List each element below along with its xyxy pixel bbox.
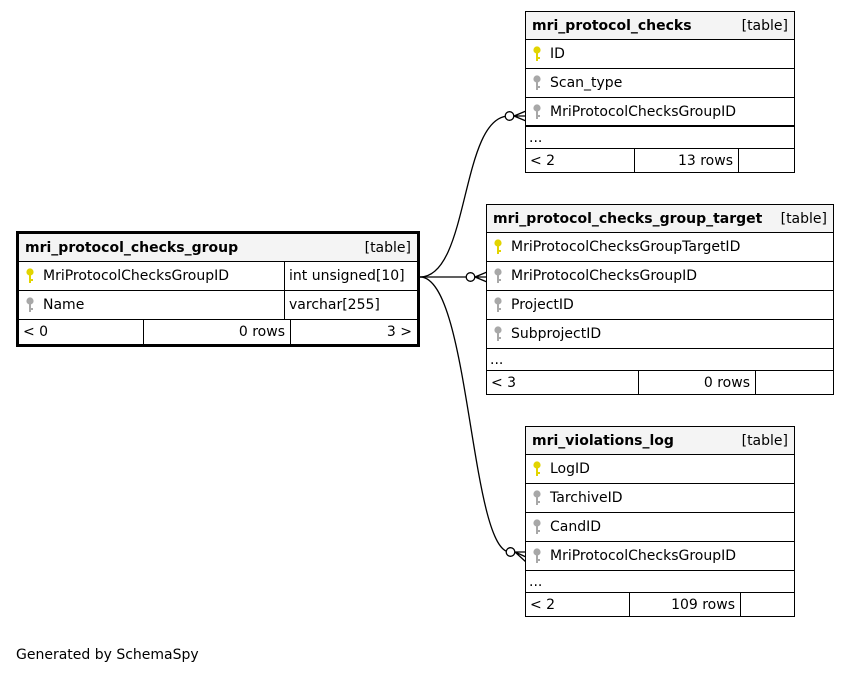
column-name: TarchiveID	[550, 490, 623, 506]
column-row[interactable]: MriProtocolChecksGroupID	[526, 542, 794, 571]
optional-marker-checks	[504, 111, 515, 121]
column-row[interactable]: CandID	[526, 513, 794, 542]
column-row[interactable]: MriProtocolChecksGroupTargetID	[487, 233, 833, 262]
column-row[interactable]: MriProtocolChecksGroupID int unsigned[10…	[19, 262, 417, 291]
table-header: mri_protocol_checks_group_target [table]	[487, 205, 833, 233]
column-key-icon	[494, 326, 502, 341]
table-kind: [table]	[780, 210, 827, 227]
table-header: mri_protocol_checks_group [table]	[19, 234, 417, 262]
row-count: 0 rows	[639, 371, 756, 394]
parents-link[interactable]: < 0	[19, 320, 144, 344]
parents-link[interactable]: < 2	[526, 593, 630, 616]
column-row[interactable]: SubprojectID	[487, 320, 833, 349]
edge-group-to-checks	[419, 115, 510, 278]
table-kind: [table]	[364, 239, 411, 256]
generated-by-label: Generated by SchemaSpy	[16, 647, 199, 663]
column-name: Scan_type	[550, 75, 623, 91]
table-name[interactable]: mri_protocol_checks_group_target	[493, 210, 763, 227]
table-footer: < 0 0 rows 3 >	[19, 320, 417, 344]
crowsfoot-checks	[513, 110, 527, 122]
column-name: ProjectID	[511, 297, 574, 313]
column-name: ID	[550, 46, 565, 62]
column-key-icon	[494, 268, 502, 283]
column-key-icon	[533, 75, 541, 90]
more-columns: ...	[526, 127, 794, 149]
column-type: int unsigned[10]	[289, 268, 405, 284]
column-name: MriProtocolChecksGroupID	[43, 268, 230, 284]
column-type: varchar[255]	[289, 297, 380, 313]
crowsfoot-target	[474, 271, 488, 283]
table-kind: [table]	[741, 17, 788, 34]
column-row[interactable]: Scan_type	[526, 69, 794, 98]
primary-key-icon	[533, 46, 541, 61]
column-key-icon	[494, 297, 502, 312]
more-columns: ...	[526, 571, 794, 593]
table-name[interactable]: mri_protocol_checks	[532, 17, 692, 34]
column-name: MriProtocolChecksGroupID	[550, 103, 737, 120]
column-name: LogID	[550, 461, 590, 477]
table-footer: < 3 0 rows	[487, 371, 833, 394]
children-link[interactable]	[739, 149, 794, 172]
table-mri-protocol-checks-group[interactable]: mri_protocol_checks_group [table] MriPro…	[16, 231, 420, 347]
row-count: 109 rows	[630, 593, 741, 616]
column-key-icon	[533, 548, 541, 563]
primary-key-icon	[533, 461, 541, 476]
row-count: 0 rows	[144, 320, 291, 344]
table-footer: < 2 13 rows	[526, 149, 794, 172]
column-row[interactable]: ProjectID	[487, 291, 833, 320]
table-mri-violations-log[interactable]: mri_violations_log [table] LogID Tarchiv…	[525, 426, 795, 617]
column-row[interactable]: ID	[526, 40, 794, 69]
table-header: mri_violations_log [table]	[526, 427, 794, 455]
children-link[interactable]: 3 >	[386, 324, 412, 340]
row-count: 13 rows	[635, 149, 739, 172]
optional-marker-target	[465, 272, 476, 282]
more-columns: ...	[487, 349, 833, 371]
column-key-icon	[533, 103, 541, 119]
table-mri-protocol-checks-group-target[interactable]: mri_protocol_checks_group_target [table]…	[486, 204, 834, 395]
primary-key-icon	[26, 268, 34, 283]
column-key-icon	[26, 297, 34, 312]
column-row[interactable]: MriProtocolChecksGroupID	[526, 98, 794, 127]
column-name: CandID	[550, 519, 602, 535]
table-name[interactable]: mri_protocol_checks_group	[25, 239, 239, 256]
crowsfoot-violations	[514, 551, 527, 563]
table-header: mri_protocol_checks [table]	[526, 12, 794, 40]
column-key-icon	[533, 519, 541, 534]
column-name: MriProtocolChecksGroupID	[550, 548, 737, 564]
optional-marker-violations	[505, 547, 516, 557]
children-link[interactable]	[741, 593, 794, 616]
column-key-icon	[533, 490, 541, 505]
children-link[interactable]	[756, 371, 833, 394]
column-row[interactable]: LogID	[526, 455, 794, 484]
column-name: MriProtocolChecksGroupID	[511, 268, 698, 284]
column-name: SubprojectID	[511, 326, 602, 342]
primary-key-icon	[494, 239, 502, 254]
column-name: MriProtocolChecksGroupTargetID	[511, 239, 741, 255]
column-row[interactable]: TarchiveID	[526, 484, 794, 513]
column-name: Name	[43, 297, 85, 313]
table-mri-protocol-checks[interactable]: mri_protocol_checks [table] ID Scan_type…	[525, 11, 795, 173]
parents-link[interactable]: < 3	[487, 371, 639, 394]
table-name[interactable]: mri_violations_log	[532, 432, 674, 449]
column-row[interactable]: Name varchar[255]	[19, 291, 417, 320]
table-footer: < 2 109 rows	[526, 593, 794, 616]
parents-link[interactable]: < 2	[526, 149, 635, 172]
table-kind: [table]	[741, 432, 788, 449]
edge-group-to-violations	[419, 276, 511, 553]
column-row[interactable]: MriProtocolChecksGroupID	[487, 262, 833, 291]
